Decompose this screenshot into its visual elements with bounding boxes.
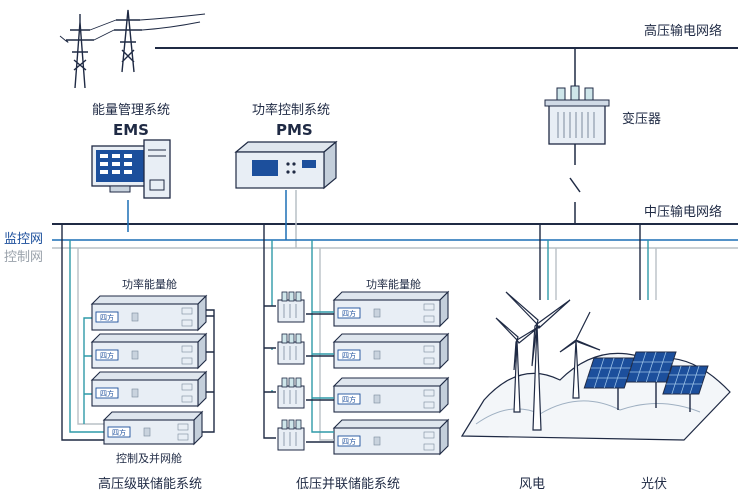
brand-badge [337,349,361,361]
transformer-label: 变压器 [622,112,662,127]
brand-badge [95,311,119,323]
brand-label: 四方 [100,389,114,398]
brand-badge [337,393,361,405]
lv-storage-cabinet: 四方 [332,376,450,414]
ems-title: 能量管理系统 [92,103,171,118]
brand-label: 四方 [342,395,356,404]
brand-label: 四方 [100,313,114,322]
brand-badge [337,435,361,447]
brand-label: 四方 [342,351,356,360]
hv-cabin-label: 功率能量舱 [122,278,177,291]
brand-label: 四方 [342,309,356,318]
hv-storage-cabinet: 四方 [90,294,208,332]
wind-label: 风电 [519,477,546,492]
brand-badge [337,307,361,319]
brand-label: 四方 [112,428,126,437]
lv-storage-cabinet: 四方 [332,290,450,328]
rack-device-icon [234,140,338,190]
small-transformer-icon [277,377,305,409]
ems-abbr: EMS [113,121,149,139]
computer-icon [91,139,171,199]
brand-label: 四方 [342,437,356,446]
monitor-net-label: 监控网 [4,232,44,247]
solar-panel-icon [583,351,709,412]
control-cabin-label: 控制及并网舱 [116,452,182,465]
brand-badge [95,387,119,399]
pv-label: 光伏 [641,477,668,492]
wind-turbine-icon [495,291,601,431]
small-transformer-icon [277,291,305,323]
lv-storage-cabinet: 四方 [332,418,450,456]
power-tower-icon [59,9,206,89]
lv-system-label: 低压并联储能系统 [296,477,401,492]
lv-storage-cabinet: 四方 [332,332,450,370]
brand-badge [95,349,119,361]
small-transformer-icon [277,419,305,451]
hv-system-label: 高压级联储能系统 [98,477,203,492]
brand-badge [107,426,131,438]
control-grid-cabinet: 四方 [102,410,204,446]
small-transformer-icon [277,333,305,365]
mv-grid-label: 中压输电网络 [644,205,723,220]
hv-storage-cabinet: 四方 [90,332,208,370]
transformer-icon [544,48,610,224]
pms-abbr: PMS [276,121,313,139]
hv-grid-label: 高压输电网络 [644,24,723,39]
pms-title: 功率控制系统 [252,103,331,118]
brand-label: 四方 [100,351,114,360]
hv-storage-cabinet: 四方 [90,370,208,408]
lv-cabin-label: 功率能量舱 [366,278,421,291]
control-net-label: 控制网 [4,250,44,265]
